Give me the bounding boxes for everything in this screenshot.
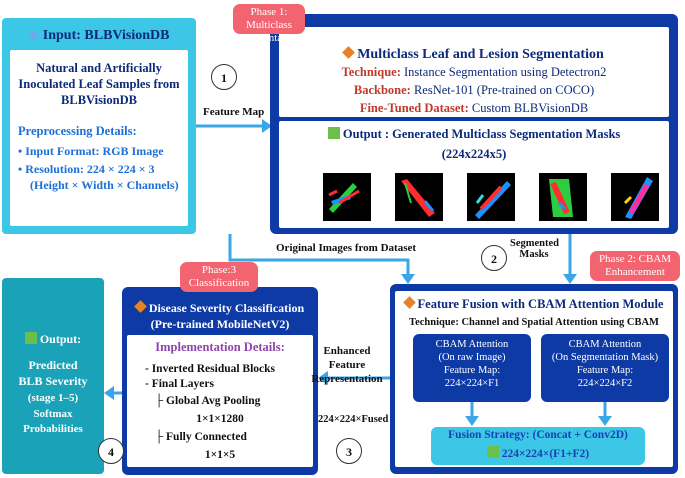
cbam-panel: Feature Fusion with CBAM Attention Modul… [395,291,673,467]
phase2-technique: Technique: Channel and Spatial Attention… [409,317,659,328]
input-description: Natural and Artificially Inoculated Leaf… [18,61,180,107]
phase1-title: Multiclass Leaf and Lesion Segmentation [279,46,669,63]
output-dim: (224x224x5) [441,147,507,161]
cbam-raw-box: CBAM Attention (On raw Image) Feature Ma… [413,334,531,402]
feature-map-label: Feature Map [203,106,265,118]
step-1-badge: 1 [211,64,237,90]
implementation-details: Implementation Details: - Inverted Resid… [127,335,313,467]
diamond-icon [342,46,356,59]
technique-line: Technique: Instance Segmentation using D… [341,65,607,79]
input-title: ◆ Input: BLBVisionDB [2,27,196,44]
impl-title: Implementation Details: [155,340,285,354]
output-line: (stage 1–5) [27,392,79,404]
input-panel: ◆ Input: BLBVisionDB Natural and Artific… [2,18,196,234]
mask-thumbnail [539,173,587,221]
mask-thumbnail [395,173,443,221]
input-details: Natural and Artificially Inoculated Leaf… [10,50,188,226]
preprocessing-title: Preprocessing Details: [18,124,137,138]
step-2-badge: 2 [481,245,507,271]
output-panel: Output: Predicted BLB Severity (stage 1–… [2,278,104,474]
prep-item: • Input Format: RGB Image [18,144,164,158]
output-title: Output: [2,332,104,347]
output-line: Predicted [28,358,78,372]
phase2-tag: Phase 2: CBAM Enhancement [590,251,680,281]
green-square-icon [486,446,499,458]
phase3-tag: Phase:3 Classification [180,262,258,292]
impl-line: 1×1×1280 [196,413,244,425]
original-images-label: Original Images from Dataset [276,242,417,254]
output-line: Softmax [33,408,73,420]
impl-line: ├ Global Avg Pooling [155,395,261,407]
prep-item: (Height × Width × Channels) [30,178,179,192]
input-title-text: Input: BLBVisionDB [42,28,170,43]
phase2-title: Feature Fusion with CBAM Attention Modul… [395,296,673,312]
down-arrows [465,402,612,426]
step-4-badge: 4 [98,438,124,464]
fusion-title: Fusion Strategy: (Concat + Conv2D) [448,429,628,441]
impl-line: 1×1×5 [204,449,236,461]
segmentation-output: Output : Generated Multiclass Segmentati… [279,121,669,228]
mask-thumbnail [467,173,515,221]
fusion-dim: 224×224×(F1+F2) [431,446,645,460]
green-square-icon [327,127,340,139]
output-title: Output : Generated Multiclass Segmentati… [279,127,669,142]
segmentation-info: Multiclass Leaf and Lesion Segmentation … [279,27,669,117]
segmented-masks-label: Segmented Masks [510,238,559,260]
phase3-title: Disease Severity Classification [122,300,318,316]
output-line: Probabilities [23,423,83,435]
backbone-line: Backbone: ResNet-101 (Pre-trained on COC… [353,83,595,97]
output-line: BLB Severity [18,374,88,388]
phase2-panel: Feature Fusion with CBAM Attention Modul… [390,284,678,474]
phase1-tag: Phase 1: Multiclass Segmentation [233,4,305,44]
phase3-subtitle: (Pre-trained MobileNetV2) [150,317,290,331]
green-square-icon [24,332,37,344]
mask-thumbnail [323,173,371,221]
impl-line: - Final Layers [145,378,214,390]
cbam-mask-box: CBAM Attention (On Segmentation Mask) Fe… [541,334,669,402]
phase1-panel: Multiclass Leaf and Lesion Segmentation … [270,14,678,234]
mask-thumbnail [611,173,659,221]
step-3-badge: 3 [336,438,362,464]
diamond-icon [402,296,416,309]
diamond-icon [133,300,147,313]
impl-line: ├ Fully Connected [155,431,247,443]
phase3-panel: Disease Severity Classification (Pre-tra… [122,287,318,475]
enhanced-features-label: Enhanced Feature Representation [311,345,383,385]
dataset-line: Fine-Tuned Dataset: Custom BLBVisionDB [359,101,589,115]
fused-dim-label: 224×224×Fused [318,414,389,425]
prep-item: • Resolution: 224 × 224 × 3 [18,162,155,176]
fusion-box: Fusion Strategy: (Concat + Conv2D) 224×2… [431,427,645,465]
impl-line: - Inverted Residual Blocks [145,363,276,375]
diamond-icon: ◆ [28,28,40,43]
